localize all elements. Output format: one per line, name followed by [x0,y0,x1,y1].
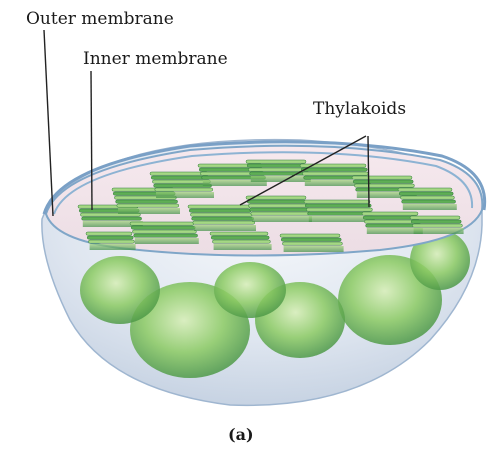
thylakoid-disc [87,236,133,239]
inner-membrane-leader [91,71,92,210]
granum-side [118,208,180,214]
outer-membrane-label: Outer membrane [26,11,174,28]
granum-side [414,228,464,234]
thylakoid-disc [134,234,198,237]
thylakoid-disc [88,240,134,243]
thylakoid-disc [362,212,418,215]
thylakoid-disc [282,242,342,245]
granum-side [252,216,312,222]
thylakoid-disc [304,200,370,203]
thylakoid-disc [251,212,311,215]
thylakoid-disc [132,230,196,233]
thylakoid-disc [247,164,307,167]
granum-side [214,244,272,250]
thylakoid-disc [410,216,460,219]
interior-granum-blob [80,256,160,324]
thylakoid-disc [188,205,250,208]
thylakoid-disc [116,200,178,203]
thylakoid-disc [250,208,310,211]
thylakoid-disc [152,180,210,183]
thylakoid-disc [190,213,252,216]
outer-membrane-leader [44,30,53,216]
granum-side [251,176,311,182]
thylakoid-disc [411,220,461,223]
thylakoid-disc [193,221,255,224]
thylakoid-disc [412,224,462,227]
thylakoid-disc [130,222,194,225]
thylakoid-disc [402,200,456,203]
thylakoid-disc [86,232,132,235]
granum-side [403,204,457,210]
thylakoid-disc [246,160,306,163]
thylakoids-label: Thylakoids [313,101,406,118]
thylakoid-disc [82,217,142,220]
granum-side [284,246,344,252]
thylakoid-disc [155,188,213,191]
thylakoid-disc [192,217,254,220]
thylakoid-disc [211,236,269,239]
granum-side [194,225,256,231]
thylakoid-disc [398,188,452,191]
thylakoid-disc [306,208,372,211]
thylakoid-disc [150,172,208,175]
thylakoid-disc [352,176,412,179]
interior-granum-blob [214,262,286,318]
granum-side [156,192,214,198]
thylakoid-disc [248,168,308,171]
granum-side [90,244,136,250]
thylakoid-disc [117,204,179,207]
granum-side [135,238,199,244]
thylakoid-disc [302,172,368,175]
thylakoid-disc [247,200,307,203]
thylakoid-disc [400,196,454,199]
thylakoid-disc [305,204,371,207]
thylakoid-disc [301,168,367,171]
thylakoid-disc [281,238,341,241]
thylakoid-disc [248,204,308,207]
thylakoid-disc [151,176,209,179]
thylakoid-disc [131,226,195,229]
thylakoids-leader-2 [368,136,369,207]
thylakoid-disc [353,180,413,183]
figure-caption: (a) [228,427,254,443]
thylakoid-disc [399,192,453,195]
thylakoid-disc [280,234,340,237]
thylakoid-disc [189,209,251,212]
inner-membrane-label: Inner membrane [83,51,228,68]
thylakoid-disc [212,240,270,243]
thylakoid-disc [354,184,414,187]
thylakoid-disc [210,232,268,235]
